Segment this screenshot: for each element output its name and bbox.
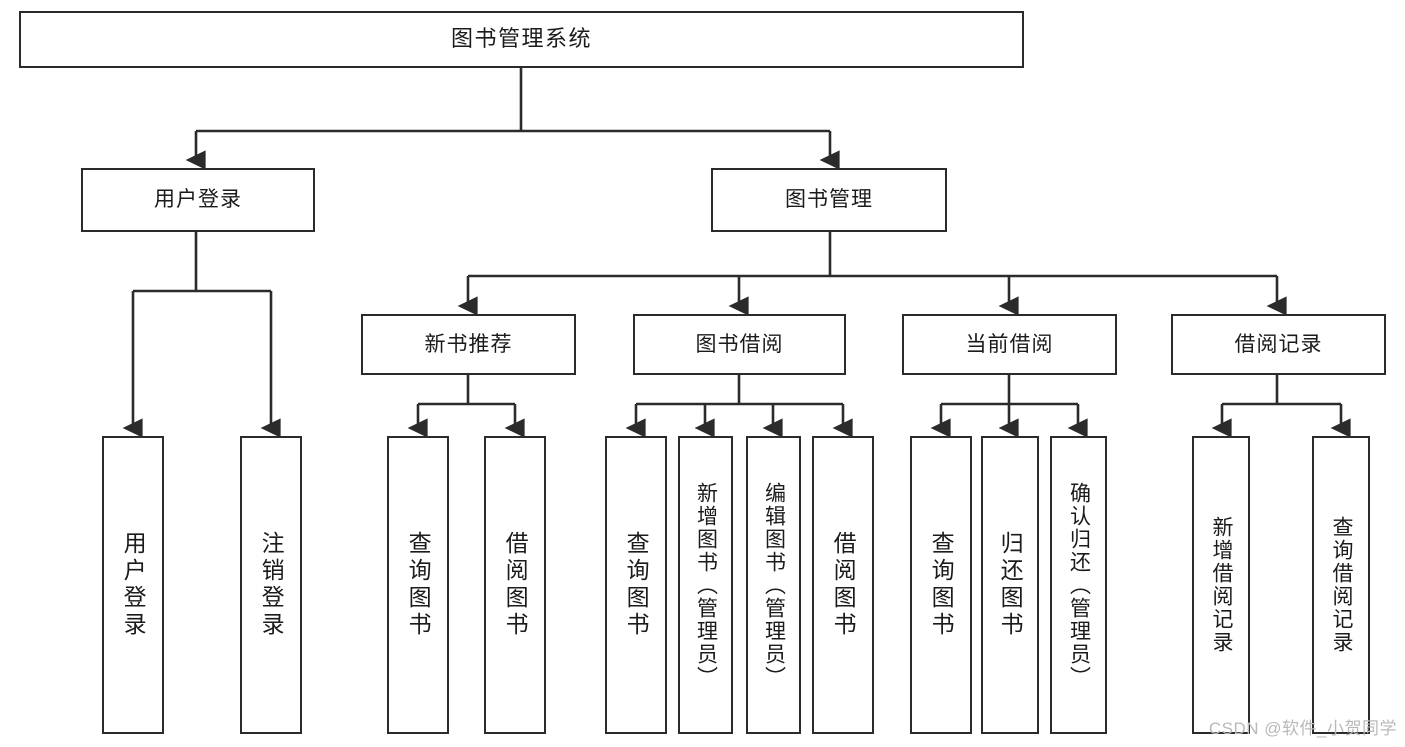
node-book-manage[interactable]: 图书管理 — [711, 168, 947, 232]
node-leaf-add-record-label: 新增借阅记录 — [1210, 516, 1234, 654]
node-current-borrow-label: 当前借阅 — [965, 332, 1054, 356]
node-leaf-return-book-label: 归还图书 — [997, 531, 1024, 639]
node-current-borrow[interactable]: 当前借阅 — [902, 314, 1117, 375]
node-book-manage-label: 图书管理 — [785, 188, 873, 212]
node-borrow-record[interactable]: 借阅记录 — [1171, 314, 1386, 375]
node-leaf-add-book-label: 新增图书（管理员） — [694, 481, 718, 689]
node-new-book-recommend-label: 新书推荐 — [424, 332, 513, 356]
node-borrow-record-label: 借阅记录 — [1234, 332, 1323, 356]
node-leaf-borrow-book-2[interactable]: 借阅图书 — [812, 436, 874, 734]
node-new-book-recommend[interactable]: 新书推荐 — [361, 314, 576, 375]
node-leaf-add-book[interactable]: 新增图书（管理员） — [678, 436, 733, 734]
node-leaf-query-book-1[interactable]: 查询图书 — [387, 436, 449, 734]
node-book-borrow-label: 图书借阅 — [695, 332, 784, 356]
node-leaf-borrow-book-1-label: 借阅图书 — [502, 531, 529, 639]
node-leaf-confirm-return[interactable]: 确认归还（管理员） — [1050, 436, 1107, 734]
node-leaf-confirm-return-label: 确认归还（管理员） — [1067, 481, 1091, 689]
node-leaf-borrow-book-1[interactable]: 借阅图书 — [484, 436, 546, 734]
node-book-borrow[interactable]: 图书借阅 — [633, 314, 846, 375]
node-leaf-user-login[interactable]: 用户登录 — [102, 436, 164, 734]
node-leaf-query-book-2[interactable]: 查询图书 — [605, 436, 667, 734]
node-root-label: 图书管理系统 — [450, 26, 592, 52]
node-leaf-query-record-label: 查询借阅记录 — [1330, 516, 1354, 654]
csdn-watermark: CSDN @软件_小贺同学 — [1208, 719, 1397, 738]
node-user-login-label: 用户登录 — [154, 188, 242, 212]
node-leaf-query-book-3[interactable]: 查询图书 — [910, 436, 972, 734]
node-leaf-query-book-1-label: 查询图书 — [405, 531, 432, 639]
node-leaf-user-login-label: 用户登录 — [120, 531, 147, 639]
node-leaf-user-logout[interactable]: 注销登录 — [240, 436, 302, 734]
node-leaf-return-book[interactable]: 归还图书 — [981, 436, 1039, 734]
node-leaf-borrow-book-2-label: 借阅图书 — [830, 531, 857, 639]
node-leaf-edit-book-label: 编辑图书（管理员） — [762, 481, 786, 689]
node-root[interactable]: 图书管理系统 — [19, 11, 1024, 68]
node-leaf-user-logout-label: 注销登录 — [258, 531, 285, 639]
node-leaf-edit-book[interactable]: 编辑图书（管理员） — [746, 436, 801, 734]
node-leaf-query-book-2-label: 查询图书 — [623, 531, 650, 639]
node-leaf-add-record[interactable]: 新增借阅记录 — [1192, 436, 1250, 734]
node-leaf-query-book-3-label: 查询图书 — [928, 531, 955, 639]
node-user-login[interactable]: 用户登录 — [81, 168, 315, 232]
node-leaf-query-record[interactable]: 查询借阅记录 — [1312, 436, 1370, 734]
